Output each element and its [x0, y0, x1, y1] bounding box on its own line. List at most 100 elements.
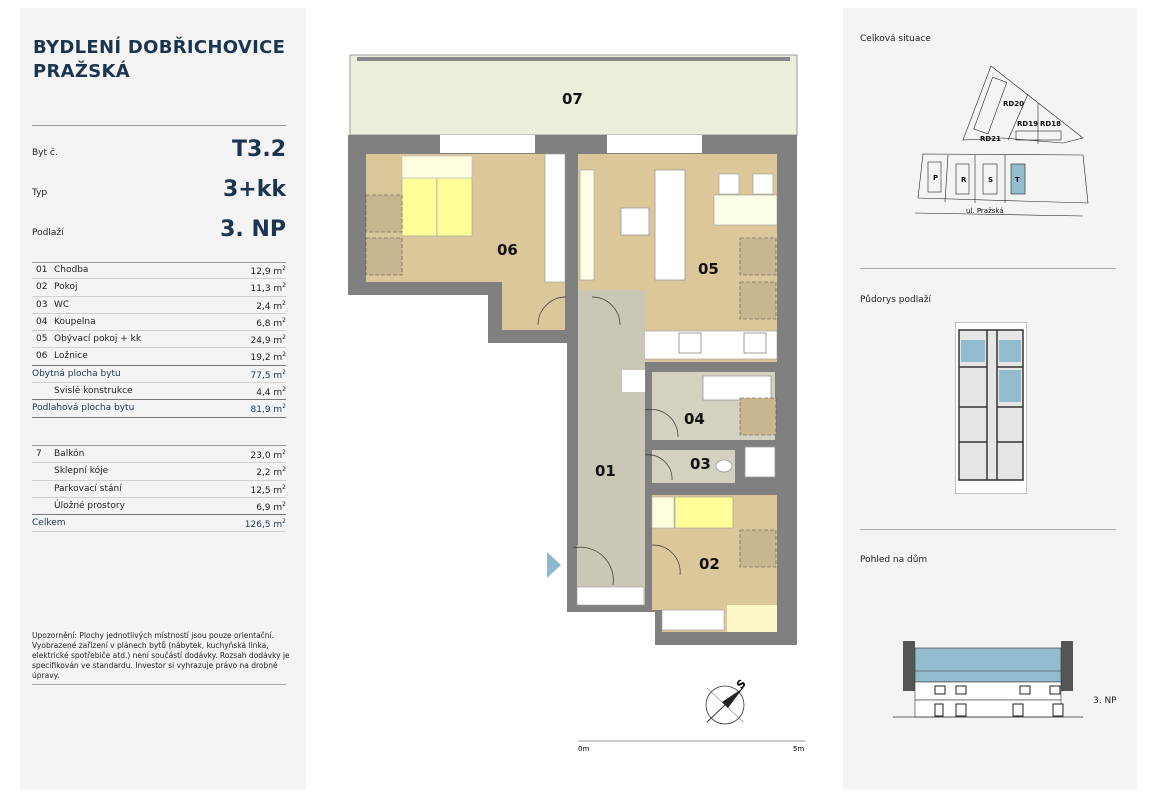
room-number: 04: [36, 316, 48, 327]
room-name: Svislé konstrukce: [54, 386, 133, 397]
unit-superscript: 2: [282, 483, 286, 491]
apartment-info-panel: BYDLENÍ DOBŘICHOVICE PRAŽSKÁ Byt č. T3.2…: [20, 8, 306, 790]
room-number: 03: [36, 299, 48, 310]
room-name: Chodba: [54, 265, 89, 275]
divider: [32, 262, 286, 263]
room-label: 05: [698, 260, 719, 278]
street-label: ul. Pražská: [966, 207, 1004, 215]
room-area: 6,9 m2: [256, 501, 286, 513]
unit-superscript: 2: [282, 500, 286, 508]
entrance-arrow-icon: [547, 552, 561, 578]
area-value: 4,4 m: [256, 388, 283, 399]
disclaimer-note: Upozornění: Plochy jednotlivých místnost…: [32, 631, 290, 680]
site-label: T: [1015, 176, 1020, 184]
toilet-icon: [715, 459, 733, 473]
table-row: Sklepní kóje 2,2 m2: [32, 463, 286, 481]
project-title: BYDLENÍ DOBŘICHOVICE PRAŽSKÁ: [33, 36, 285, 84]
room-area: 12,5 m2: [251, 484, 287, 496]
area-value: 81,9 m: [250, 405, 283, 416]
scale-bar: 0m 5m: [578, 740, 805, 753]
floor-label: 3. NP: [1093, 696, 1117, 706]
furniture-option: [739, 397, 777, 436]
room-area: 126,5 m2: [245, 518, 286, 530]
furniture-option: [739, 281, 777, 320]
room-name: Parkovací stání: [54, 483, 122, 494]
label: Podlaží: [32, 228, 64, 238]
door-icon: [572, 546, 614, 586]
label: Typ: [32, 188, 48, 198]
apartment-floor: Podlaží 3. NP: [32, 212, 286, 242]
area-value: 2,2 m: [256, 468, 283, 479]
bed-icon: [401, 177, 438, 237]
room-name: Pokoj: [54, 282, 78, 293]
washer-icon: [744, 446, 776, 478]
room-area: 81,9 m2: [251, 403, 287, 415]
room-label: 04: [684, 410, 705, 428]
title-line: PRAŽSKÁ: [33, 61, 130, 82]
room-01-corridor: [577, 290, 645, 605]
room-label: 07: [562, 90, 583, 108]
room-number: 02: [36, 282, 48, 293]
room-number: 06: [36, 351, 48, 362]
unit-superscript: 2: [282, 386, 286, 394]
room-area: 2,4 m2: [256, 300, 286, 312]
room-name: Sklepní kóje: [54, 466, 109, 477]
room-area: 6,8 m2: [256, 317, 286, 329]
area-value: 19,2 m: [250, 353, 283, 364]
room-label: 06: [497, 241, 518, 259]
unit-superscript: 2: [282, 518, 286, 526]
sofa-icon: [654, 169, 686, 281]
room-name: Obytná plocha bytu: [32, 368, 121, 379]
room-number: 7: [36, 449, 42, 459]
furniture-option: [739, 529, 777, 568]
area-value: 24,9 m: [250, 336, 283, 347]
wardrobe: [544, 153, 566, 283]
door-icon: [651, 544, 681, 576]
site-label: RD21: [980, 135, 1001, 143]
unit-superscript: 2: [282, 466, 286, 474]
room-area: 23,0 m2: [251, 449, 287, 461]
site-label: S: [988, 176, 993, 184]
room-name: Podlahová plocha bytu: [32, 403, 135, 414]
chair: [718, 173, 740, 195]
value: T3.2: [232, 137, 286, 162]
dining-table: [713, 194, 778, 226]
apartment-type: Typ 3+kk: [32, 172, 286, 202]
site-label: P: [933, 174, 938, 182]
unit-superscript: 2: [282, 316, 286, 324]
site-label: RD20: [1003, 100, 1024, 108]
site-label: R: [961, 176, 967, 184]
area-value: 11,3 m: [250, 284, 283, 295]
door-icon: [537, 296, 567, 326]
area-value: 77,5 m: [250, 370, 283, 381]
table-row: Parkovací stání 12,5 m2: [32, 481, 286, 498]
room-name: WC: [54, 299, 70, 310]
room-area: 24,9 m2: [251, 334, 287, 346]
table-row: Podlahová plocha bytu 81,9 m2: [32, 400, 287, 418]
room-area: 19,2 m2: [251, 351, 287, 363]
divider: [860, 268, 1116, 269]
balcony-07: [349, 54, 798, 136]
highlighted-building: [1010, 163, 1026, 195]
kitchen-counter: [622, 330, 778, 360]
site-plan: RD20 RD19 RD18 RD21 P R S T ul. Pražská: [914, 65, 1089, 217]
storage: [727, 605, 777, 632]
room-area: 4,4 m2: [256, 386, 286, 398]
pillows: [401, 155, 473, 179]
building-elevation: [893, 641, 1083, 718]
room-name: Úložné prostory: [54, 500, 125, 511]
unit-superscript: 2: [282, 351, 286, 359]
scale-end: 5m: [793, 745, 804, 753]
area-value: 6,9 m: [256, 502, 283, 513]
unit-superscript: 2: [282, 334, 286, 342]
divider: [32, 125, 286, 126]
room-name: Koupelna: [54, 316, 96, 327]
unit-superscript: 2: [282, 403, 286, 411]
site-label: RD18: [1040, 120, 1061, 128]
